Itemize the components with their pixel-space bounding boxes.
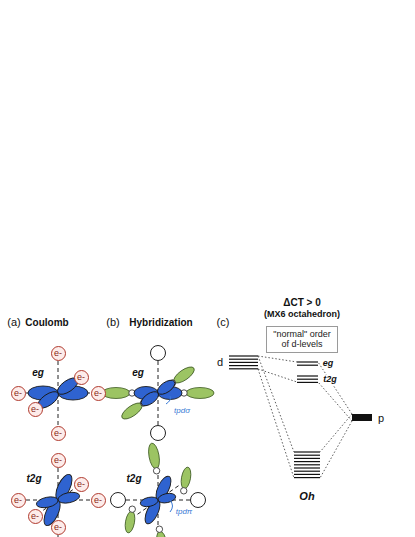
electron-label: e- [77, 480, 85, 489]
electron-charge: e- [51, 453, 66, 468]
ligand-p-lobe [147, 442, 161, 469]
ligand-p-tip [156, 526, 162, 532]
electron-charge: e- [51, 426, 66, 441]
note-box: "normal" order of d-levels [266, 326, 338, 353]
panel-letter: (c) [216, 316, 231, 328]
panel-letter: (b) [105, 316, 120, 328]
correlation-line [320, 414, 352, 452]
d-level [229, 365, 258, 366]
level-label: t2g [322, 375, 338, 385]
electron-label: e- [77, 373, 85, 382]
t2g-level [297, 382, 318, 383]
electron-charge: e- [91, 386, 106, 401]
correlation-line [258, 369, 294, 478]
bonding-level [294, 464, 320, 465]
ligand-p-tip [181, 488, 187, 494]
panel-letter: (a) [6, 316, 21, 328]
ligand-p-lobe [124, 510, 137, 533]
t2g-orbital-lobe [157, 492, 176, 505]
t2g-orbital-lobe [57, 491, 81, 505]
level-label: eg [322, 359, 335, 369]
electron-label: e- [14, 496, 22, 505]
d-level [229, 355, 258, 356]
d-level [229, 362, 258, 363]
level-label: tpdσ [173, 407, 191, 416]
d-level [229, 368, 258, 369]
bonding-level [294, 471, 320, 472]
level-label: t2g [26, 473, 43, 484]
ligand-site [111, 493, 126, 508]
panel-title: ΔCT > 0 [282, 297, 321, 308]
correlation-line [318, 362, 352, 414]
ligand-p-tip [153, 468, 159, 474]
correlation-line [258, 356, 297, 362]
tpd-pi-bracket [170, 500, 173, 512]
electron-charge: e- [51, 520, 66, 535]
ligand-p-lobe [102, 388, 130, 399]
electron-charge: e- [74, 370, 89, 385]
level-label: tpdπ [175, 508, 193, 517]
panel-title: Coulomb [24, 317, 69, 328]
electron-charge: e- [11, 493, 26, 508]
t2g-level [297, 379, 318, 380]
t2g-orbital-lobe [35, 495, 59, 509]
bonding-level [294, 455, 320, 456]
ligand-p-lobe [186, 388, 214, 399]
p-level [352, 414, 372, 421]
electron-charge: e- [74, 477, 89, 492]
level-label: eg [31, 367, 45, 378]
electron-charge: e- [28, 509, 43, 524]
electron-label: e- [54, 456, 62, 465]
panel-title: (MX6 octahedron) [263, 310, 341, 320]
bonding-level [294, 477, 320, 478]
electron-charge: e- [28, 402, 43, 417]
electron-label: e- [94, 496, 102, 505]
bonding-level [294, 451, 320, 452]
t2g-level [297, 375, 318, 376]
electron-label: e- [94, 389, 102, 398]
eg-orbital-lobe [139, 389, 161, 409]
electron-label: e- [54, 523, 62, 532]
ligand-p-tip [129, 506, 135, 512]
electron-charge: e- [11, 386, 26, 401]
electron-label: e- [31, 405, 39, 414]
correlation-line [320, 421, 352, 478]
level-label: t2g [126, 473, 143, 484]
t2g-orbital-lobe [139, 496, 158, 509]
ligand-site [151, 426, 166, 441]
ligand-site [191, 493, 206, 508]
energy-diagram [229, 356, 372, 478]
level-label: d [216, 356, 224, 368]
electron-label: e- [14, 389, 22, 398]
panel-title: Hybridization [128, 317, 193, 328]
bonding-level [294, 474, 320, 475]
correlation-line [318, 382, 352, 421]
electron-label: e- [54, 349, 62, 358]
orbital-drawings [18, 346, 214, 537]
note-text: "normal" order of d-levels [270, 329, 334, 350]
tpd-sigma-bracket [166, 396, 171, 404]
level-label: eg [131, 367, 145, 378]
ligand-site [151, 346, 166, 361]
level-label: Oh [298, 490, 315, 502]
bonding-level [294, 467, 320, 468]
bonding-level [294, 458, 320, 459]
electron-charge: e- [91, 493, 106, 508]
level-label: p [377, 412, 385, 424]
correlation-line [258, 369, 297, 382]
eg-level [297, 365, 318, 366]
d-level [229, 359, 258, 360]
electron-label: e- [54, 429, 62, 438]
bonding-level [294, 461, 320, 462]
ligand-p-lobe [180, 466, 193, 489]
correlation-line [258, 356, 294, 452]
electron-label: e- [31, 512, 39, 521]
eg-level [297, 361, 318, 362]
electron-charge: e- [51, 346, 66, 361]
